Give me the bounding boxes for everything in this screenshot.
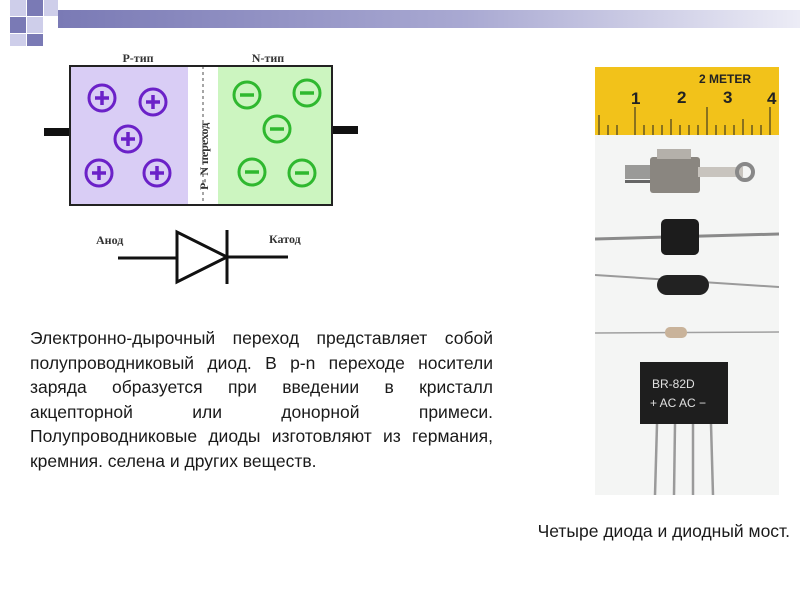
hole-charge	[84, 158, 114, 188]
diodes-photo: 2 METER 1 2 3 4 BR-82D + AC AC −	[595, 67, 779, 495]
electron-charge	[237, 157, 267, 187]
diodes-illustration: 2 METER 1 2 3 4 BR-82D + AC AC −	[595, 67, 779, 495]
diode2-body	[657, 275, 709, 295]
bridge-marking: BR-82D	[652, 377, 695, 391]
ruler-ticks	[598, 107, 771, 135]
description-text: Электронно-дырочный переход представляет…	[30, 328, 493, 471]
p-type-label: P-тип	[122, 51, 153, 65]
hole-charge	[138, 87, 168, 117]
diode1-body	[661, 219, 699, 255]
header-square	[27, 34, 43, 46]
ruler-number: 2	[677, 88, 686, 107]
ruler-number: 3	[723, 88, 732, 107]
ruler	[595, 67, 779, 135]
header-square	[10, 34, 26, 46]
hole-charge	[87, 83, 117, 113]
cathode-label: Катод	[269, 232, 301, 246]
header-bar	[0, 0, 800, 50]
electron-charge	[232, 80, 262, 110]
header-square	[10, 17, 26, 33]
header-square	[27, 17, 43, 33]
ruler-number: 1	[631, 89, 640, 108]
bridge-marking: + AC AC −	[650, 396, 706, 410]
ruler-number: 4	[767, 89, 777, 108]
photo-caption: Четыре диода и диодный мост.	[537, 521, 790, 541]
left-lead	[44, 128, 70, 136]
electron-charge	[287, 158, 317, 188]
pn-junction-diagram: P-тип N-тип P- N переход Анод Катод	[40, 48, 370, 288]
junction-label: P- N переход	[197, 123, 211, 190]
crystal-outline	[69, 65, 333, 206]
power-diode-photo	[625, 149, 755, 193]
n-type-label: N-тип	[252, 51, 284, 65]
anode-label: Анод	[96, 233, 123, 247]
header-square	[10, 0, 26, 16]
hole-charge	[113, 124, 143, 154]
header-decoration	[10, 0, 800, 46]
header-gradient-bar	[58, 10, 800, 28]
diode-triangle	[175, 229, 231, 285]
header-square	[44, 0, 58, 16]
diode-bridge-photo: BR-82D + AC AC −	[640, 362, 728, 495]
header-square	[27, 0, 43, 16]
electron-charge	[292, 78, 322, 108]
hole-charge	[142, 158, 172, 188]
pn-junction-svg: P-тип N-тип P- N переход Анод Катод	[44, 51, 358, 285]
ruler-title: 2 METER	[699, 72, 751, 86]
electron-charge	[262, 114, 292, 144]
diode3-body	[665, 327, 687, 338]
right-lead	[332, 126, 358, 134]
